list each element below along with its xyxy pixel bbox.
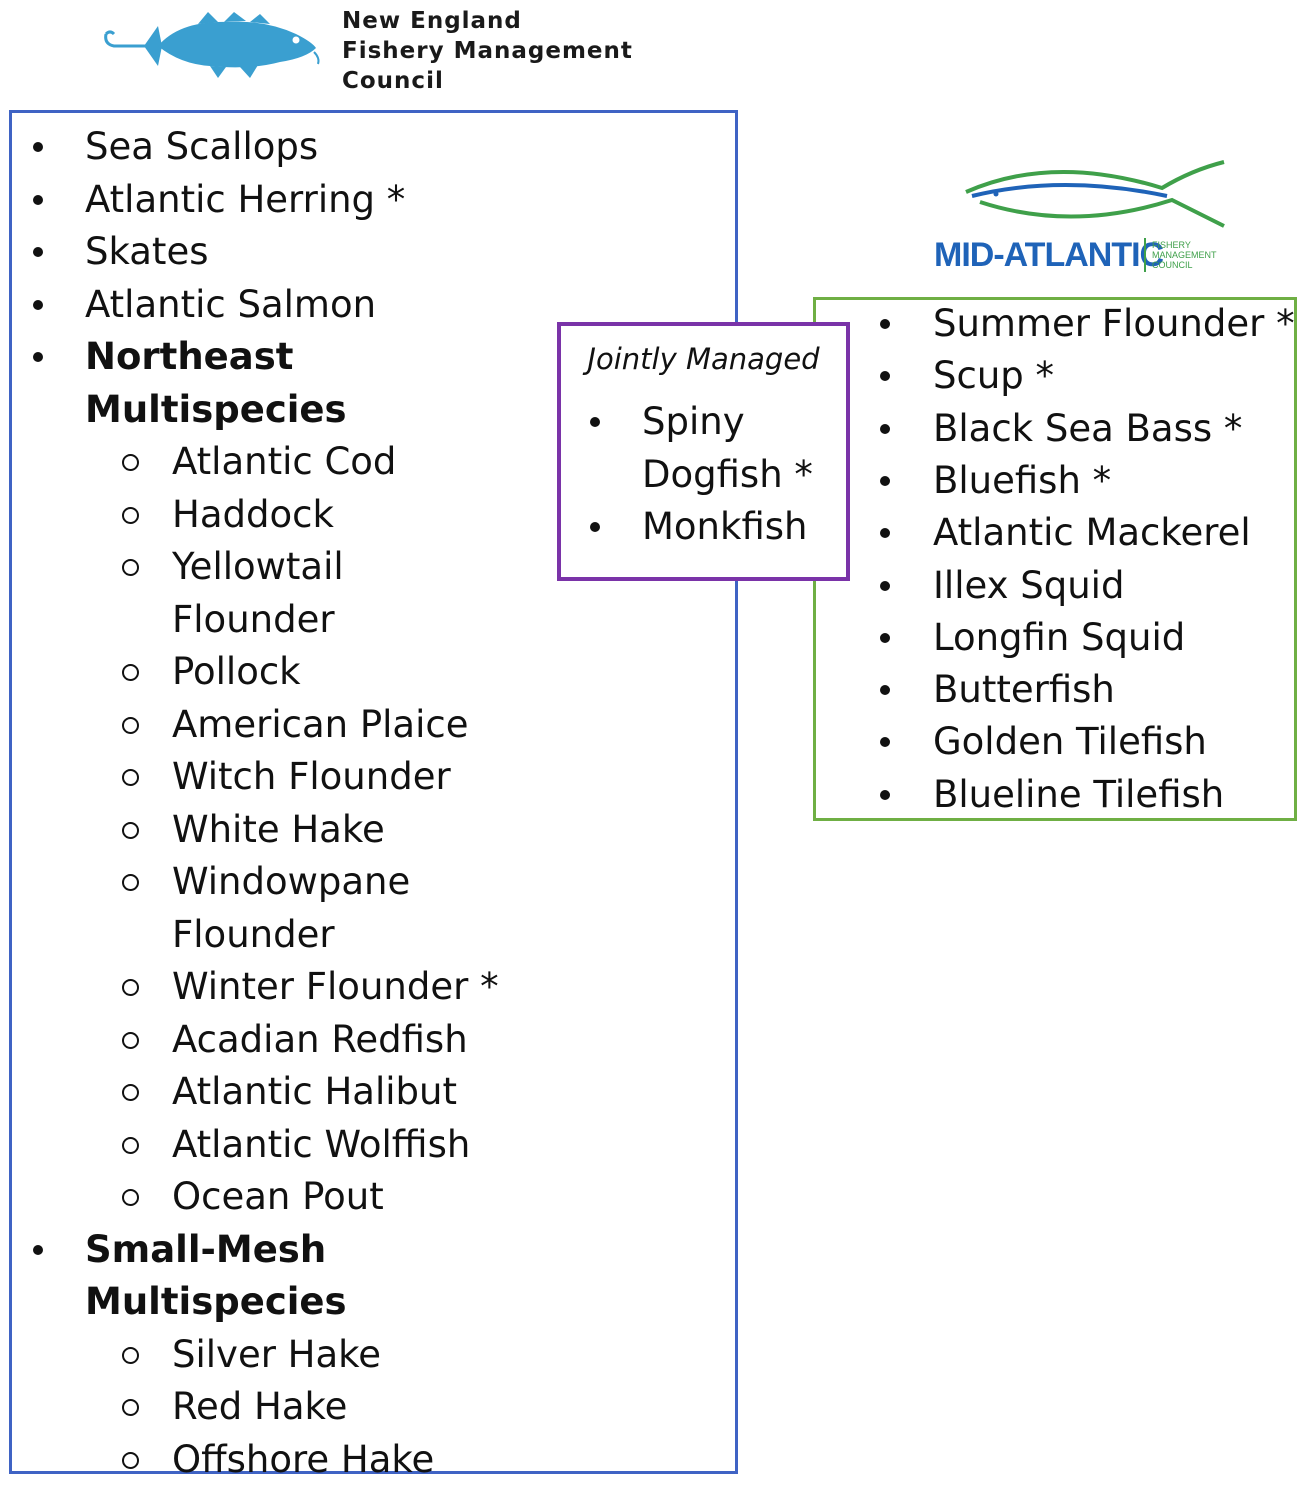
ma-fish-icon: [965, 160, 1225, 228]
ma-logo-divider: [1144, 238, 1146, 272]
species-item: Summer Flounder *: [933, 302, 1295, 345]
species-item: Silver Hake: [172, 1332, 382, 1376]
bullet-marker: [880, 789, 890, 800]
bullet-marker: [33, 194, 43, 205]
species-item: Red Hake: [172, 1385, 348, 1428]
circle-bullet-marker: [122, 1399, 139, 1416]
species-item: Yellowtail: [172, 545, 344, 588]
species-item: Flounder: [172, 597, 335, 641]
species-item: Atlantic Cod: [172, 440, 397, 483]
bullet-marker: [880, 423, 890, 434]
circle-bullet-marker: [122, 821, 139, 839]
circle-bullet-marker: [122, 1084, 139, 1101]
circle-bullet-marker: [122, 1189, 139, 1206]
species-item: Atlantic Herring *: [85, 177, 406, 221]
species-item: Skates: [85, 230, 209, 273]
circle-bullet-marker: [122, 1136, 139, 1154]
ne-name-line: Council: [342, 68, 444, 94]
species-item: Small-Mesh: [85, 1227, 327, 1271]
species-item: Winter Flounder *: [172, 965, 499, 1008]
bullet-marker: [880, 371, 890, 382]
ma-council-subtitle: FISHERY MANAGEMENT COUNCIL: [1152, 240, 1217, 270]
bullet-marker: [33, 299, 43, 310]
species-item: Haddock: [172, 492, 334, 536]
circle-bullet-marker: [122, 454, 139, 471]
bullet-marker: [590, 417, 600, 427]
species-item: White Hake: [172, 807, 385, 851]
species-item: Ocean Pout: [172, 1175, 384, 1218]
bullet-marker: [880, 580, 890, 591]
species-item: Multispecies: [85, 387, 347, 431]
bullet-marker: [33, 247, 43, 257]
species-item: Illex Squid: [933, 563, 1125, 607]
species-item: Butterfish: [933, 668, 1115, 712]
ma-species-box: Summer Flounder * Scup * Black Sea Bass * B…: [813, 297, 1297, 821]
species-item: Northeast: [85, 335, 294, 378]
species-item: Sea Scallops: [85, 125, 319, 168]
species-item: Atlantic Wolffish: [172, 1122, 471, 1166]
bullet-marker: [880, 475, 890, 486]
species-item: Offshore Hake: [172, 1437, 435, 1481]
ma-council-logo: MID-ATLANTIC FISHERY MANAGEMENT COUNCIL: [932, 160, 1252, 280]
species-item: Blueline Tilefish: [933, 772, 1225, 816]
bullet-marker: [880, 737, 890, 748]
species-item: Dogfish *: [642, 452, 813, 496]
species-item: Acadian Redfish: [172, 1017, 468, 1061]
species-item: Black Sea Bass *: [933, 406, 1243, 450]
species-item: American Plaice: [172, 702, 469, 746]
jointly-managed-title: Jointly Managed: [587, 342, 820, 376]
species-item: Atlantic Halibut: [172, 1070, 457, 1113]
ma-sub-line: MANAGEMENT: [1152, 250, 1217, 260]
species-item: Monkfish: [642, 505, 808, 548]
ma-sub-line: FISHERY: [1152, 240, 1191, 250]
species-item: Witch Flounder: [172, 755, 451, 798]
species-item: Atlantic Salmon: [85, 282, 377, 326]
bullet-marker: [880, 685, 890, 696]
species-item: Spiny: [642, 400, 745, 443]
ne-name-line: Fishery Management: [342, 38, 633, 64]
bullet-marker: [33, 352, 43, 362]
circle-bullet-marker: [122, 664, 139, 681]
bullet-marker: [33, 1244, 43, 1255]
circle-bullet-marker: [122, 506, 139, 524]
circle-bullet-marker: [122, 769, 139, 786]
species-item: Longfin Squid: [933, 615, 1186, 659]
ma-council-name: MID-ATLANTIC: [934, 236, 1164, 274]
species-item: Bluefish *: [933, 458, 1112, 502]
species-item: Scup *: [933, 354, 1055, 398]
ne-name-line: New England: [342, 8, 522, 34]
species-item: Flounder: [172, 912, 335, 956]
ne-council-name: New England Fishery Management Council: [342, 6, 633, 96]
circle-bullet-marker: [122, 1031, 139, 1049]
cod-fish-icon: [104, 12, 320, 78]
circle-bullet-marker: [122, 874, 139, 891]
species-item: Golden Tilefish: [933, 720, 1207, 764]
ma-sub-line: COUNCIL: [1152, 260, 1193, 270]
bullet-marker: [880, 528, 890, 539]
species-item: Multispecies: [85, 1280, 347, 1323]
bullet-marker: [880, 632, 890, 643]
circle-bullet-marker: [122, 1346, 139, 1364]
bullet-marker: [590, 522, 600, 532]
bullet-marker: [880, 319, 890, 329]
circle-bullet-marker: [122, 979, 139, 996]
species-item: Pollock: [172, 650, 301, 693]
circle-bullet-marker: [122, 716, 139, 734]
circle-bullet-marker: [122, 1451, 139, 1469]
bullet-marker: [33, 142, 43, 152]
species-item: Atlantic Mackerel: [933, 511, 1251, 555]
species-item: Windowpane: [172, 860, 411, 903]
ne-council-logo: New England Fishery Management Council: [100, 6, 660, 98]
circle-bullet-marker: [122, 559, 139, 576]
